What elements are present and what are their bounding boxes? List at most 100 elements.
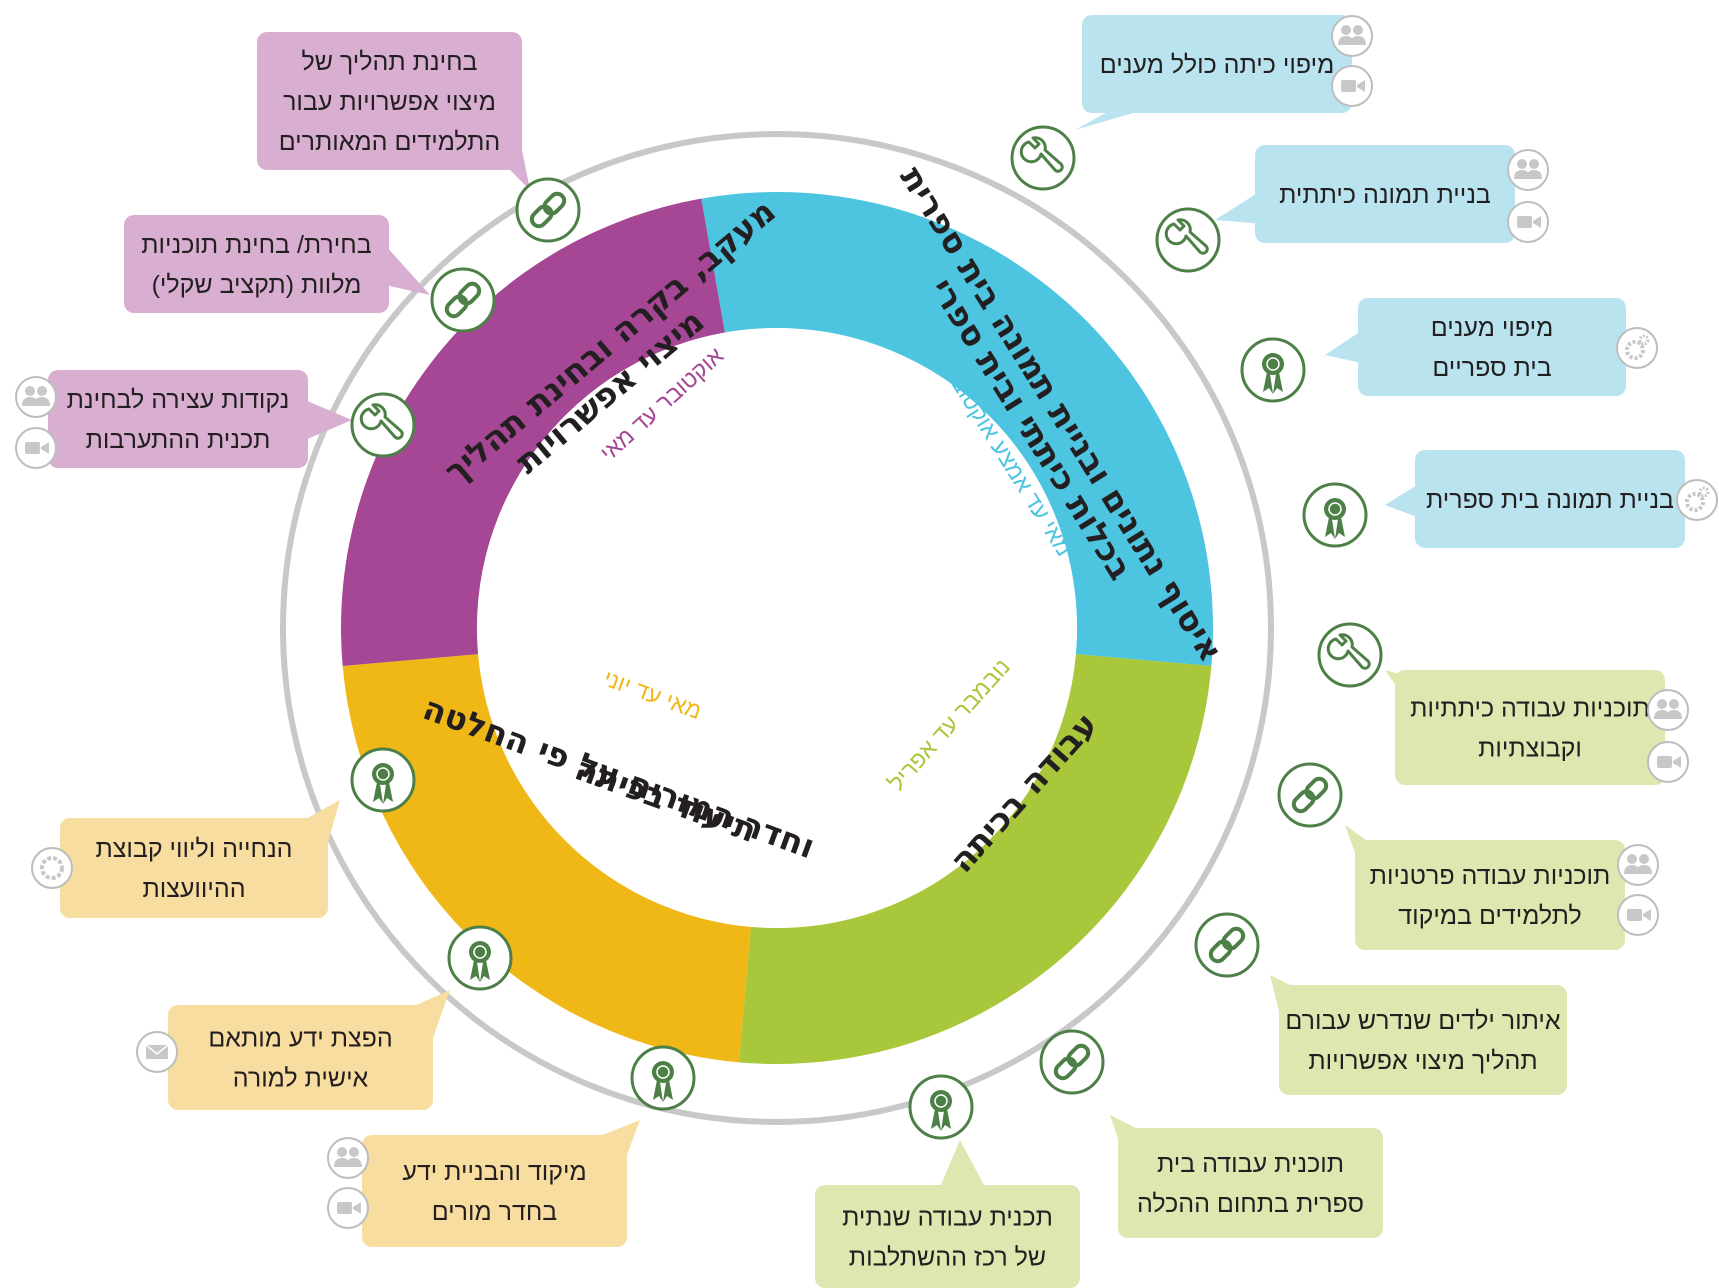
rosette-icon [908, 1074, 974, 1140]
bubble-box [1395, 670, 1665, 785]
bubble-b6: תוכניות עבודה פרטניות לתלמידים במיקוד [1345, 825, 1659, 950]
bubble-b15: בחינת תהליך של מיצוי אפשרויות עבור התלמידי… [257, 32, 530, 190]
bubble-box [1279, 985, 1567, 1095]
bubble-b11: הפצת ידע מותאם אישית למורה [136, 990, 450, 1110]
camera-icon [1507, 201, 1549, 243]
bubble-text-line: של רכז ההשתלבות [849, 1244, 1046, 1272]
wrench-icon [1317, 622, 1383, 688]
bubble-b5: תוכניות עבודה כיתתיות וקבוצתיות [1385, 670, 1689, 785]
gears-icon [1616, 327, 1658, 369]
bubble-text-line: בניית תמונה בית ספרית [1426, 486, 1674, 514]
seg-purple-arc [341, 198, 725, 666]
bubble-b14: בחירת/ בחינת תוכניות מלוות (תקציב שקלי) [124, 215, 430, 313]
bubble-box [60, 818, 328, 918]
bubble-b4: בניית תמונה בית ספרית [1385, 450, 1718, 548]
camera-icon [1331, 65, 1373, 107]
bubble-box [48, 370, 308, 468]
bubble-text-line: בחינת תהליך של [301, 48, 477, 76]
bubble-b9: תכנית עבודה שנתית של רכז ההשתלבות [815, 1140, 1080, 1288]
outer-ring [280, 131, 1274, 1125]
circle-icon [31, 847, 73, 889]
link-icon [1039, 1029, 1105, 1095]
bubble-text-line: בניית תמונה כיתתית [1279, 181, 1491, 209]
bubble-text-line: תוכניות עבודה כיתתיות [1410, 695, 1650, 723]
link-icon [430, 267, 496, 333]
bubble-text-line: מלוות (תקציב שקלי) [152, 271, 362, 299]
camera-icon [1617, 894, 1659, 936]
bubble-box [362, 1135, 627, 1247]
ring-icons [350, 125, 1383, 1140]
bubble-text-line: ספרית בתחום ההכלה [1137, 1190, 1364, 1218]
link-icon [1277, 762, 1343, 828]
bubble-text-line: התלמידים המאותרים [279, 128, 501, 156]
bubble-box [124, 215, 389, 313]
people-icon [1647, 689, 1689, 731]
rosette-icon [1240, 337, 1306, 403]
bubble-box [168, 1005, 433, 1110]
gears-icon [1676, 479, 1718, 521]
outer-ring-circle [280, 131, 1274, 1125]
bubble-text-line: מיקוד והבניית ידע [402, 1158, 586, 1186]
bubble-text-line: תוכנית עבודה בית [1157, 1150, 1344, 1178]
center-disc [477, 328, 1077, 928]
seg-yellow-arc [342, 654, 751, 1063]
link-icon [515, 177, 581, 243]
mail-icon [136, 1031, 178, 1073]
bubble-b7: איתור ילדים שנדרש עבורם תהליך מיצוי אפשרו… [1270, 975, 1567, 1095]
camera-icon [327, 1187, 369, 1229]
bubble-text-line: בחדר מורים [432, 1198, 558, 1226]
bubble-b13: נקודות עצירה לבחינת תכנית ההתערבות [15, 370, 352, 469]
bubble-text-line: איתור ילדים שנדרש עבורם [1285, 1007, 1560, 1035]
people-icon [1507, 149, 1549, 191]
bubble-text-line: אישית למורה [233, 1065, 369, 1093]
bubble-box [1255, 145, 1515, 243]
bubble-text-line: בחירת/ בחינת תוכניות [141, 231, 371, 259]
bubble-b10: מיקוד והבניית ידע בחדר מורים [327, 1120, 640, 1247]
bubble-b3: מיפוי מענים בית ספריים [1325, 298, 1658, 396]
bubble-b2: בניית תמונה כיתתית [1215, 145, 1549, 243]
bubble-b1: מיפוי כיתה כולל מענים [1075, 15, 1373, 130]
rosette-icon [350, 747, 416, 813]
camera-icon [1647, 741, 1689, 783]
bubble-box [1358, 298, 1626, 396]
bubble-tail [305, 400, 352, 440]
rosette-icon [1302, 482, 1368, 548]
bubble-text-line: לתלמידים במיקוד [1398, 902, 1581, 930]
bubble-b12: הנחייה וליווי קבוצת ההיוועצות [31, 800, 340, 918]
bubble-text-line: מיפוי כיתה כולל מענים [1100, 51, 1335, 79]
camera-icon [15, 427, 57, 469]
rosette-icon [447, 925, 513, 991]
bubble-box [257, 32, 522, 170]
bubble-b8: תוכנית עבודה בית ספרית בתחום ההכלה [1110, 1115, 1383, 1238]
bubble-text-line: וקבוצתיות [1478, 735, 1582, 763]
wrench-icon [1010, 125, 1076, 191]
wrench-icon [1155, 207, 1221, 273]
bubble-text-line: נקודות עצירה לבחינת [67, 386, 290, 414]
bubble-text-line: הנחייה וליווי קבוצת [95, 835, 292, 863]
cycle-ring [341, 191, 1214, 1064]
people-icon [1331, 15, 1373, 57]
people-icon [327, 1137, 369, 1179]
wrench-icon [350, 392, 416, 458]
activity-bubbles: מיפוי כיתה כולל מענים בניית תמונה כיתתית מ… [15, 15, 1718, 1288]
bubble-text-line: מיפוי מענים [1431, 314, 1554, 342]
bubble-text-line: בית ספריים [1432, 354, 1551, 382]
bubble-text-line: תהליך מיצוי אפשרויות [1308, 1047, 1537, 1075]
link-icon [1194, 912, 1260, 978]
bubble-tail [385, 245, 430, 295]
bubble-text-line: תוכניות עבודה פרטניות [1370, 862, 1611, 890]
bubble-box [1118, 1128, 1383, 1238]
bubble-box [1415, 450, 1685, 548]
bubble-text-line: תכנית עבודה שנתית [842, 1204, 1053, 1232]
bubble-text-line: מיצוי אפשרויות עבור [283, 88, 496, 116]
bubble-text-line: תכנית ההתערבות [86, 426, 271, 454]
bubble-text-line: הפצת ידע מותאם [208, 1025, 392, 1053]
bubble-box [1082, 15, 1352, 113]
seg-blue-arc [701, 191, 1214, 666]
people-icon [15, 376, 57, 418]
rosette-icon [630, 1045, 696, 1111]
bubble-text-line: ההיוועצות [142, 875, 245, 903]
people-icon [1617, 844, 1659, 886]
seg-green-arc [739, 654, 1212, 1064]
